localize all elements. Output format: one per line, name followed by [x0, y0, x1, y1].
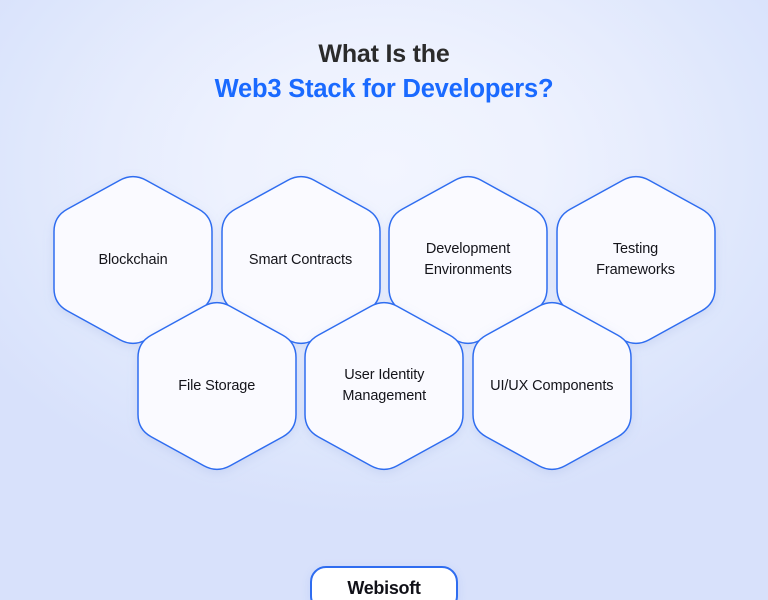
hexagon-shape	[555, 175, 716, 345]
hexagon-label: User Identity Management	[342, 367, 427, 404]
hexagon-shape	[137, 301, 297, 471]
hexagon-label: Blockchain	[98, 251, 168, 268]
hexagon-cell: File Storage	[137, 299, 297, 473]
title-line-highlight: Web3 Stack for Developers?	[214, 74, 554, 103]
brand-logo-badge: Webisoft	[310, 566, 458, 600]
hexagon-shape	[304, 301, 464, 471]
title-line-primary: What Is the	[318, 40, 450, 68]
hexagon-cell: UI/UX Components	[472, 299, 632, 473]
hexagon-label: UI/UX Components	[490, 377, 614, 394]
hexagon-cell: Development Environments	[388, 173, 548, 347]
hexagon-label: Testing Frameworks	[596, 241, 675, 278]
hexagon-label: Development Environments	[424, 241, 512, 278]
hexagon-shape	[472, 301, 632, 471]
page-title: What Is the Web3 Stack for Developers?	[0, 38, 768, 106]
hexagon-label: File Storage	[178, 377, 256, 394]
hexagon-grid: Blockchain Smart Contracts Development Env…	[53, 173, 716, 473]
hexagon-cell: Testing Frameworks	[555, 173, 716, 347]
brand-logo-text: Webisoft	[347, 577, 421, 598]
hexagon-cell: User Identity Management	[304, 299, 464, 473]
hexagon-label: Smart Contracts	[248, 251, 353, 268]
hexagon-cell: Blockchain	[53, 173, 213, 347]
